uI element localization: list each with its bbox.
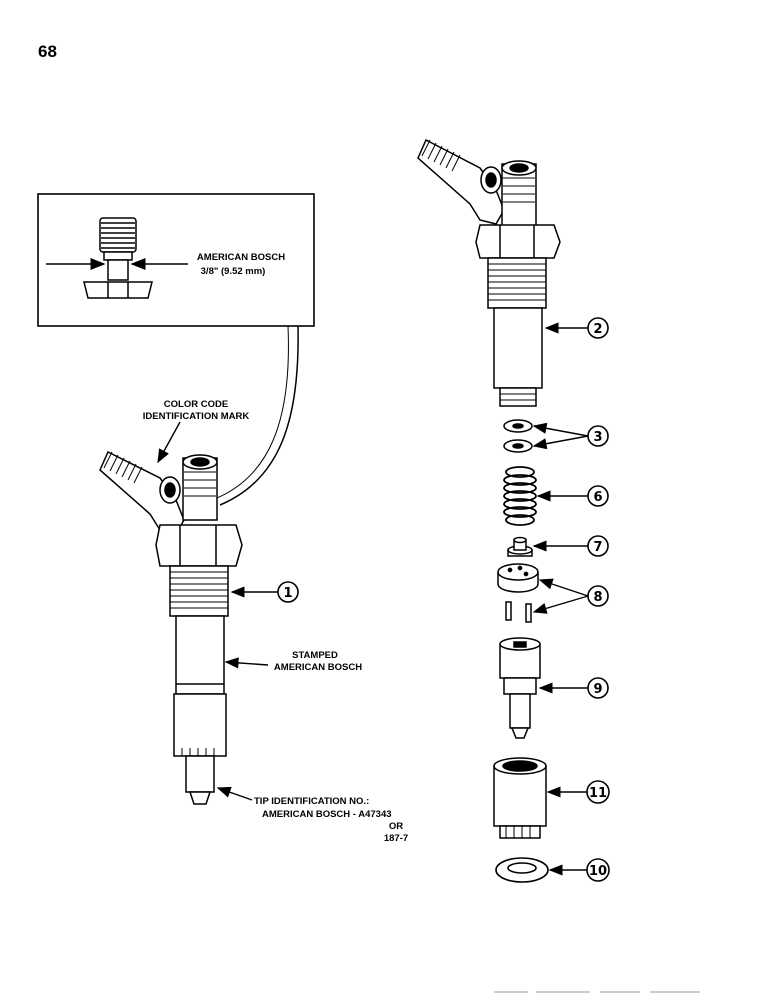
part-3-shims	[503, 419, 533, 453]
callout-1: 1	[277, 581, 299, 603]
svg-text:1: 1	[283, 586, 292, 601]
svg-text:8: 8	[593, 590, 602, 605]
stamped-label-line1: STAMPED	[292, 650, 338, 661]
part-6-spring	[503, 466, 537, 526]
tip-id-label-line4: 187-7	[384, 833, 408, 844]
part-10-sealing-washer	[495, 857, 549, 883]
color-code-leader	[157, 421, 181, 464]
inset-fitting-drawing	[83, 217, 153, 299]
stamped-leader	[224, 657, 269, 669]
part-7-spring-seat	[507, 536, 533, 557]
left-injector-assembly	[99, 450, 243, 805]
svg-text:10: 10	[589, 864, 607, 879]
callout-3: 3	[587, 425, 609, 447]
callout-7: 7	[587, 535, 609, 557]
inset-detail: AMERICAN BOSCH 3/8" (9.52 mm)	[37, 193, 315, 327]
callout-11: 11	[586, 780, 610, 804]
stamped-label-line2: AMERICAN BOSCH	[274, 662, 362, 673]
part-9-nozzle	[499, 637, 541, 739]
inset-leader-line	[219, 325, 299, 506]
callout-10: 10	[586, 858, 610, 882]
part-8-spacer-and-pins	[497, 563, 539, 623]
svg-text:11: 11	[589, 786, 607, 801]
svg-text:7: 7	[593, 540, 602, 555]
part-11-retaining-nut	[493, 757, 547, 839]
tip-id-label-line1: TIP IDENTIFICATION NO.:	[254, 796, 369, 807]
svg-text:9: 9	[593, 682, 602, 697]
inset-label-line2: 3/8" (9.52 mm)	[201, 266, 266, 277]
svg-text:3: 3	[593, 430, 602, 445]
callout-2: 2	[587, 317, 609, 339]
part-2-injector-body	[417, 138, 561, 407]
callout-6: 6	[587, 485, 609, 507]
svg-text:6: 6	[593, 490, 602, 505]
tip-id-label-line2: AMERICAN BOSCH - A47343	[262, 809, 392, 820]
inset-label-line1: AMERICAN BOSCH	[197, 252, 285, 263]
svg-text:2: 2	[593, 322, 602, 337]
tip-id-label-line3: OR	[389, 821, 403, 832]
callout-8: 8	[587, 585, 609, 607]
tip-id-leader	[216, 786, 253, 801]
page-number: 68	[38, 42, 57, 61]
color-code-label-line2: IDENTIFICATION MARK	[143, 411, 250, 422]
color-code-label-line1: COLOR CODE	[164, 399, 228, 410]
callout-9: 9	[587, 677, 609, 699]
